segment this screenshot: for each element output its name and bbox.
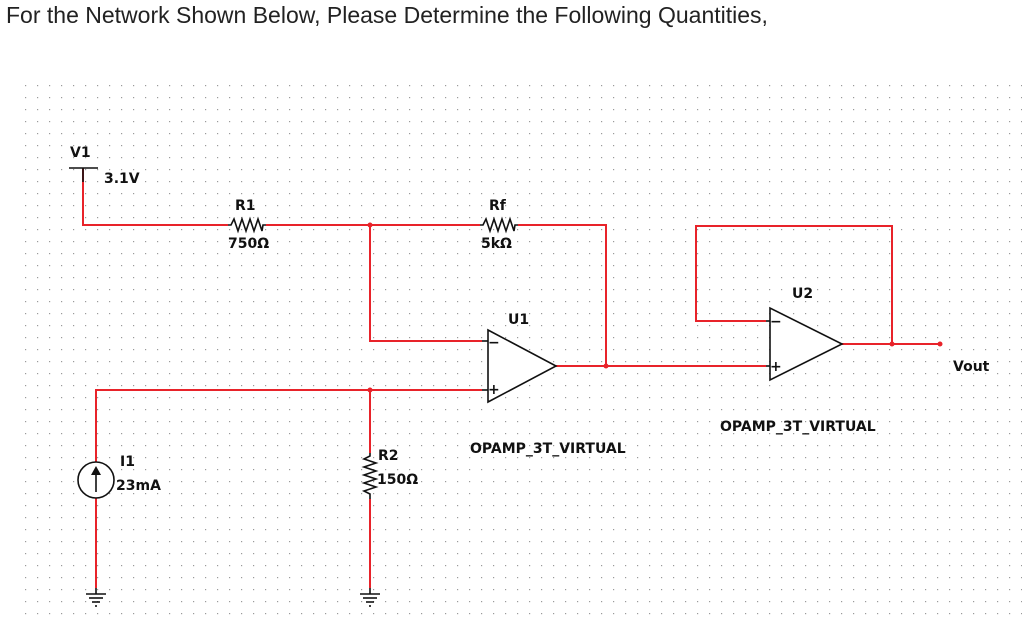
u2-plus-pin: + [770, 359, 782, 375]
i1-label: I1 [120, 454, 135, 470]
i1-value: 23mA [116, 478, 161, 494]
u1-label: U1 [508, 312, 529, 328]
r1-value: 750Ω [228, 236, 269, 252]
junction-u1-out [603, 363, 609, 369]
junction-u2-out [889, 341, 895, 347]
resistor-icon-r2 [361, 453, 379, 499]
v1-label: V1 [70, 145, 91, 161]
wire-node-u1-minus [369, 225, 482, 342]
resistor-icon-r1 [228, 216, 266, 234]
r1-label: R1 [235, 198, 256, 214]
v1-value: 3.1V [104, 171, 140, 187]
question-title: For the Network Shown Below, Please Dete… [6, 2, 768, 28]
current-source-icon [77, 461, 115, 499]
r2-label: R2 [378, 448, 399, 464]
u1-minus-pin: − [488, 335, 500, 351]
rf-label: Rf [489, 198, 507, 214]
junctions [367, 222, 943, 393]
junction-vout-terminal [937, 341, 943, 347]
rf-value: 5kΩ [481, 236, 512, 252]
wire-v1-r1 [82, 168, 228, 226]
u1-model: OPAMP_3T_VIRTUAL [470, 441, 626, 457]
opamp-icon-u1 [482, 328, 558, 404]
wire-u2-feedback [695, 225, 893, 344]
ground-icon-r2 [360, 588, 380, 607]
ground-icon-i1 [86, 588, 106, 607]
dc-voltage-source-icon [69, 167, 98, 182]
vout-label: Vout [953, 359, 990, 375]
u2-model: OPAMP_3T_VIRTUAL [720, 419, 876, 435]
junction-node-a [367, 222, 373, 228]
wire-i1-r2-u1-plus [95, 389, 482, 462]
u2-label: U2 [792, 286, 813, 302]
resistor-icon-rf [480, 216, 518, 234]
u1-plus-pin: + [488, 382, 500, 398]
wires [82, 168, 940, 588]
u2-minus-pin: − [770, 314, 782, 330]
opamp-icon-u2 [766, 306, 844, 382]
wire-rf-out [518, 224, 607, 366]
junction-node-b [367, 387, 373, 393]
r2-value: 150Ω [377, 472, 418, 488]
